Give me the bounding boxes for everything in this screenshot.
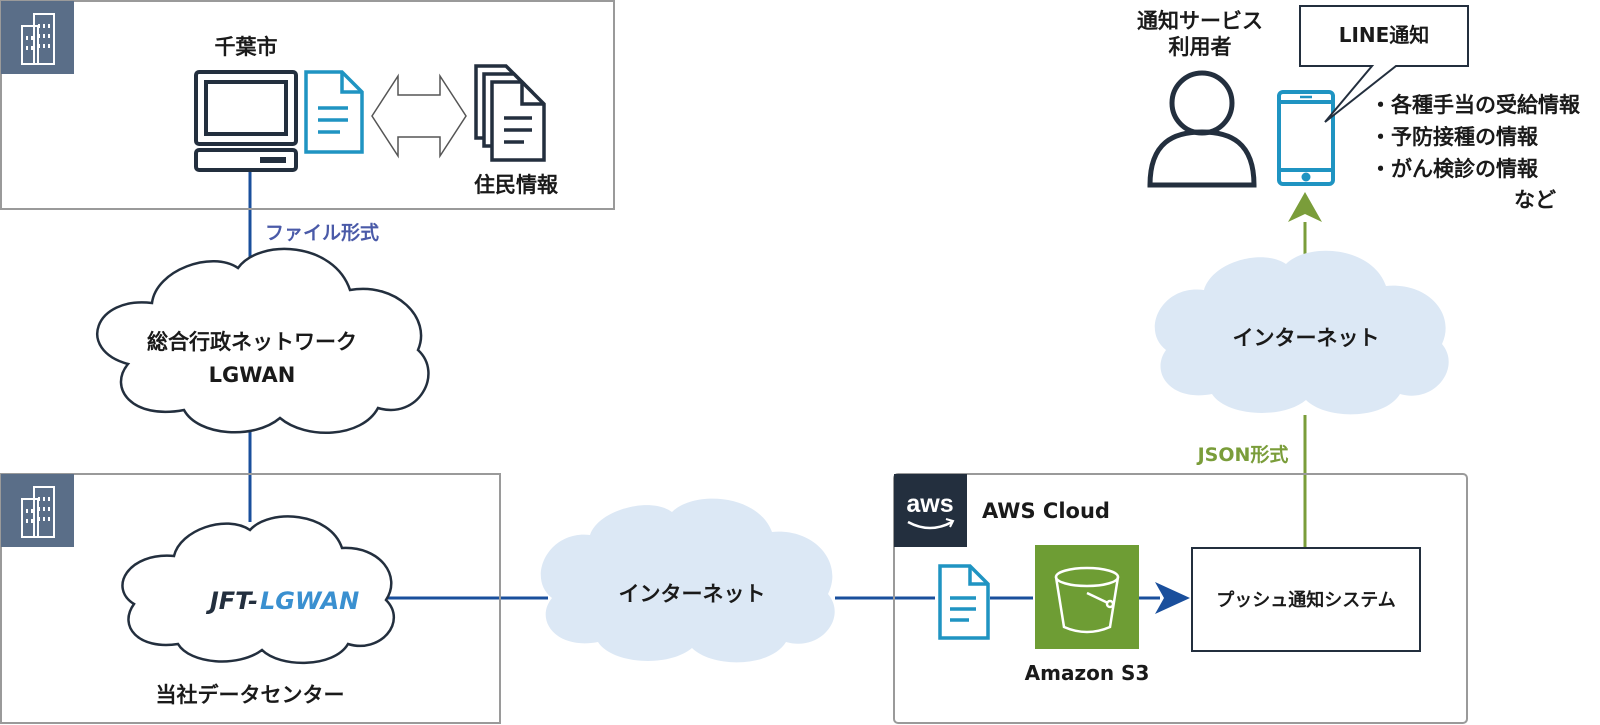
user-label-line2: 利用者 xyxy=(1169,35,1232,59)
internet-label-middle: インターネット xyxy=(619,582,766,606)
s3-label: Amazon S3 xyxy=(1025,661,1150,685)
lgwan-subtitle: LGWAN xyxy=(209,363,296,387)
smartphone-icon xyxy=(1277,90,1335,186)
s3-bucket-icon xyxy=(1035,545,1139,649)
internet-label-right: インターネット xyxy=(1233,326,1380,350)
notification-item: ・各種手当の受給情報 xyxy=(1370,93,1581,117)
jft-logo-right: LGWAN xyxy=(260,587,359,615)
file-format-label: ファイル形式 xyxy=(265,221,379,244)
city-box xyxy=(0,0,615,210)
computer-icon xyxy=(194,70,298,172)
internet-cloud-right xyxy=(1154,250,1449,415)
cloud-icon xyxy=(96,247,430,434)
lgwan-cloud xyxy=(96,247,430,434)
resident-info-label: 住民情報 xyxy=(474,173,559,197)
jft-logo-left: JFT- xyxy=(206,587,258,615)
city-title: 千葉市 xyxy=(215,35,278,59)
building-icon xyxy=(1,1,74,74)
building-icon xyxy=(1,474,74,547)
datacenter-box xyxy=(0,473,501,724)
arrow-head-green xyxy=(1288,192,1322,222)
user-label-line1: 通知サービス xyxy=(1137,9,1263,33)
notification-suffix: など xyxy=(1514,188,1556,212)
lgwan-title: 総合行政ネットワーク xyxy=(147,330,357,354)
aws-cloud-title: AWS Cloud xyxy=(982,499,1110,523)
push-system-box xyxy=(1191,547,1421,652)
aws-cloud-box xyxy=(893,473,1468,724)
line-notification-bubble xyxy=(1299,5,1469,123)
aws-logo-text: aws xyxy=(906,490,953,518)
double-arrow-icon xyxy=(371,73,467,159)
documents-stack-icon xyxy=(474,64,546,162)
line-notification-label: LINE通知 xyxy=(1339,23,1430,47)
aws-logo-icon: aws xyxy=(894,474,967,547)
datacenter-cloud xyxy=(121,515,396,665)
json-format-label: JSON形式 xyxy=(1196,443,1289,466)
user-icon xyxy=(1147,70,1257,188)
document-icon xyxy=(304,70,364,154)
notification-item: ・がん検診の情報 xyxy=(1370,157,1539,181)
datacenter-label: 当社データセンター xyxy=(156,683,345,707)
notification-item: ・予防接種の情報 xyxy=(1370,125,1539,149)
bucket-icon xyxy=(1054,566,1120,634)
document-icon xyxy=(938,564,990,640)
internet-cloud-middle xyxy=(540,498,835,663)
arrow-head-blue xyxy=(1155,582,1190,614)
cloud-icon xyxy=(121,515,396,665)
push-system-label: プッシュ通知システム xyxy=(1216,589,1395,611)
